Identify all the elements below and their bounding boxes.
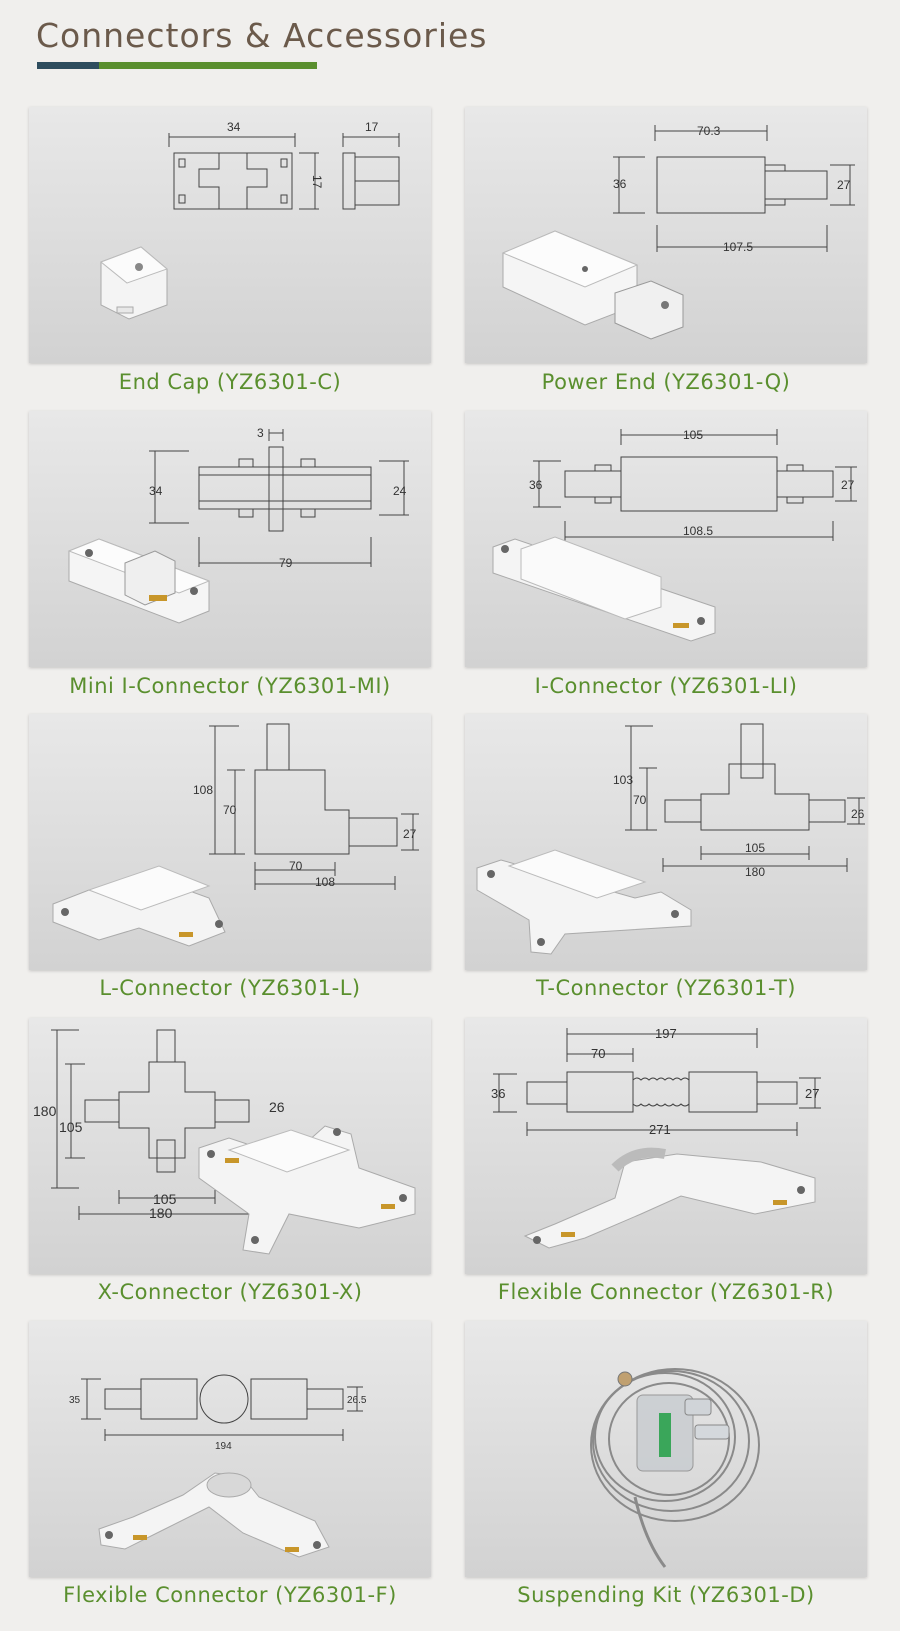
dim-body-height: 70	[633, 793, 647, 807]
caption-flexible-connector-f: Flexible Connector (YZ6301-F)	[63, 1583, 397, 1607]
flexible-connector-r-photo	[523, 1147, 816, 1249]
dim-flange: 3	[257, 426, 264, 440]
dim-body-length: 70.3	[697, 124, 721, 138]
product-card-flexible-connector-r[interactable]: 197 70 36 27 271	[465, 1018, 867, 1274]
dim-width: 180	[149, 1205, 173, 1221]
l-connector-photo	[52, 865, 226, 947]
product-card-i-connector[interactable]: 105 36 27 108.5	[465, 411, 867, 667]
dim-height: 34	[149, 484, 163, 498]
caption-l-connector: L-Connector (YZ6301-L)	[99, 976, 361, 1000]
dim-total-length: 194	[215, 1441, 232, 1452]
dim-height: 36	[491, 1086, 505, 1101]
caption-end-cap: End Cap (YZ6301-C)	[118, 370, 342, 394]
dim-body-length: 70	[591, 1046, 605, 1061]
product-card-flexible-connector-f[interactable]: 35 26.5 194	[29, 1321, 431, 1577]
dim-body-height: 105	[59, 1119, 83, 1135]
caption-x-connector: X-Connector (YZ6301-X)	[97, 1280, 363, 1304]
dim-rail-height: 27	[403, 827, 417, 841]
dim-rail-height: 24	[393, 484, 407, 498]
mini-i-connector-photo	[67, 538, 211, 624]
dim-width: 108	[315, 875, 335, 889]
end-cap-drawing: 34 17 17	[100, 120, 400, 320]
dim-height: 108	[193, 783, 213, 797]
product-card-t-connector[interactable]: 103 70 26 105 180	[465, 714, 867, 970]
dim-length: 79	[279, 556, 293, 570]
dim-rail-height: 27	[805, 1086, 819, 1101]
flexible-connector-f-drawing: 35 26.5 194	[69, 1374, 367, 1558]
dim-rail-height: 26.5	[347, 1395, 367, 1406]
title-underline	[37, 62, 317, 69]
l-connector-drawing: 108 70 27 70 108	[52, 723, 419, 947]
product-card-mini-i-connector[interactable]: 3 34 24 79	[29, 411, 431, 667]
i-connector-drawing: 105 36 27 108.5	[492, 428, 857, 642]
suspending-kit-photo	[590, 1368, 760, 1568]
dim-total-length: 271	[649, 1122, 671, 1137]
caption-flexible-connector-r: Flexible Connector (YZ6301-R)	[497, 1280, 835, 1304]
dim-total-length: 108.5	[683, 524, 713, 538]
dim-body-width: 70	[289, 859, 303, 873]
x-connector-photo	[198, 1125, 416, 1255]
dim-height: 103	[613, 773, 633, 787]
dim-height: 36	[529, 478, 543, 492]
dim-height: 36	[613, 177, 627, 191]
flexible-connector-f-photo	[98, 1472, 330, 1558]
power-end-photo	[501, 230, 684, 340]
i-connector-photo	[492, 536, 716, 642]
product-card-x-connector[interactable]: 180 105 26 105 180	[29, 1018, 431, 1274]
dim-rail-height: 26	[269, 1099, 285, 1115]
caption-power-end: Power End (YZ6301-Q)	[541, 370, 791, 394]
dim-body-length: 105	[683, 428, 703, 442]
dim-rail-height: 27	[841, 478, 855, 492]
caption-t-connector: T-Connector (YZ6301-T)	[536, 976, 796, 1000]
mini-i-connector-drawing: 3 34 24 79	[67, 426, 409, 624]
t-connector-drawing: 103 70 26 105 180	[476, 723, 865, 955]
dim-depth: 17	[365, 120, 379, 134]
page-title: Connectors & Accessories	[36, 16, 488, 55]
dim-tail-height: 27	[837, 178, 851, 192]
product-card-power-end[interactable]: 70.3 36 27 107.5	[465, 107, 867, 363]
dim-height: 180	[33, 1103, 57, 1119]
dim-width: 180	[745, 865, 765, 879]
dim-body-width: 105	[745, 841, 765, 855]
caption-mini-i-connector: Mini I-Connector (YZ6301-MI)	[69, 674, 391, 698]
x-connector-drawing: 180 105 26 105 180	[33, 1029, 416, 1255]
dim-total-length: 107.5	[723, 240, 753, 254]
product-card-suspending-kit[interactable]	[465, 1321, 867, 1577]
dim-height: 17	[310, 175, 324, 189]
dim-body-width: 105	[153, 1191, 177, 1207]
dim-rail-height: 26	[851, 807, 865, 821]
t-connector-photo	[476, 849, 692, 955]
flexible-connector-r-drawing: 197 70 36 27 271	[491, 1026, 821, 1249]
product-card-l-connector[interactable]: 108 70 27 70 108	[29, 714, 431, 970]
power-end-drawing: 70.3 36 27 107.5	[501, 124, 855, 340]
product-card-end-cap[interactable]: 34 17 17	[29, 107, 431, 363]
dim-width: 34	[227, 120, 241, 134]
end-cap-photo	[100, 246, 168, 320]
caption-suspending-kit: Suspending Kit (YZ6301-D)	[517, 1583, 815, 1607]
caption-i-connector: I-Connector (YZ6301-LI)	[534, 674, 798, 698]
dim-body-height: 70	[223, 803, 237, 817]
dim-height: 35	[69, 1395, 81, 1406]
dim-span: 197	[655, 1026, 677, 1041]
